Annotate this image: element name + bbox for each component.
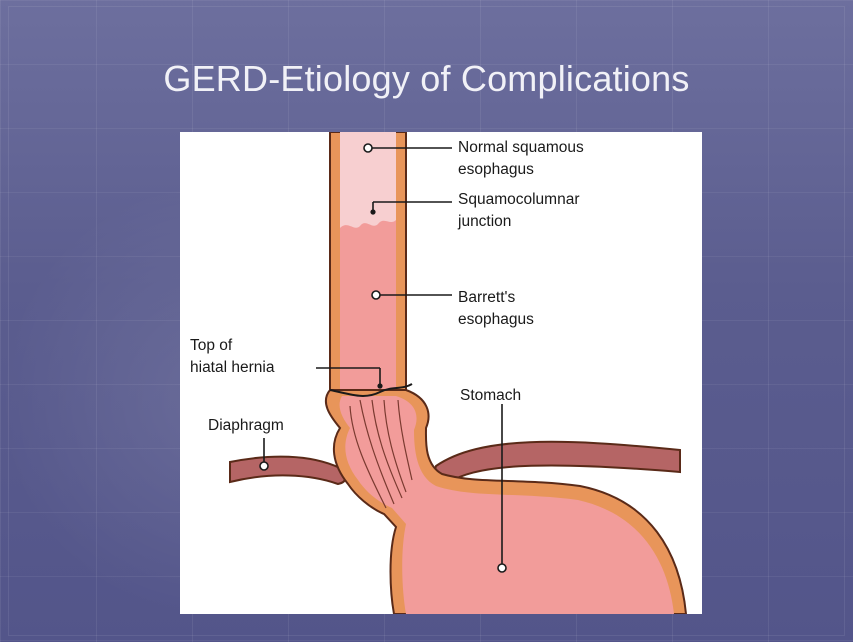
label-stomach: Stomach [460,386,521,406]
label-squamocolumnar-line2: junction [458,212,511,232]
diaphragm-left [230,457,346,484]
label-squamocolumnar-line1: Squamocolumnar [458,190,579,210]
label-normal-squamous-line1: Normal squamous [458,138,584,158]
anatomy-figure: Normal squamous esophagus Squamocolumnar… [180,132,702,614]
label-top-hiatal-hernia-line1: Top of [190,336,232,356]
diaphragm-right [435,442,680,483]
label-barretts-line2: esophagus [458,310,534,330]
label-diaphragm: Diaphragm [208,416,284,436]
label-barretts-line1: Barrett's [458,288,515,308]
label-normal-squamous-line2: esophagus [458,160,534,180]
label-top-hiatal-hernia-line2: hiatal hernia [190,358,274,378]
slide-title: GERD-Etiology of Complications [0,58,853,100]
